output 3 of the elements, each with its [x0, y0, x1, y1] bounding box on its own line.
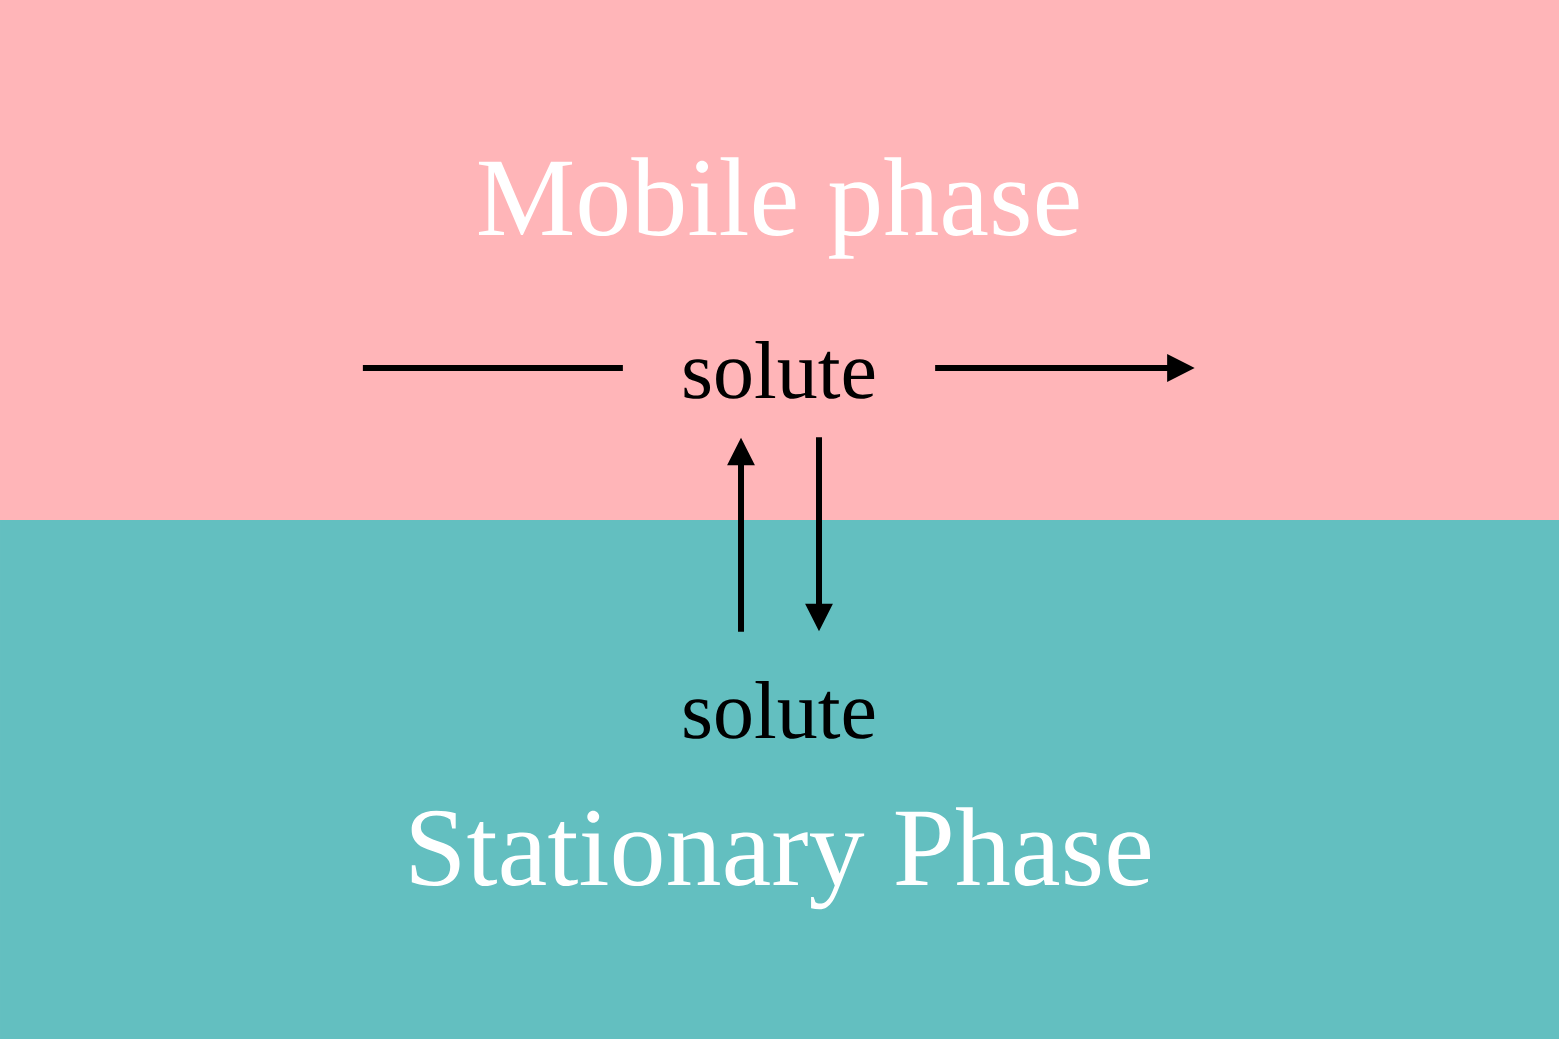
line	[362, 365, 623, 371]
solute-text: solute	[684, 681, 875, 739]
solute-text: solute	[684, 341, 875, 399]
